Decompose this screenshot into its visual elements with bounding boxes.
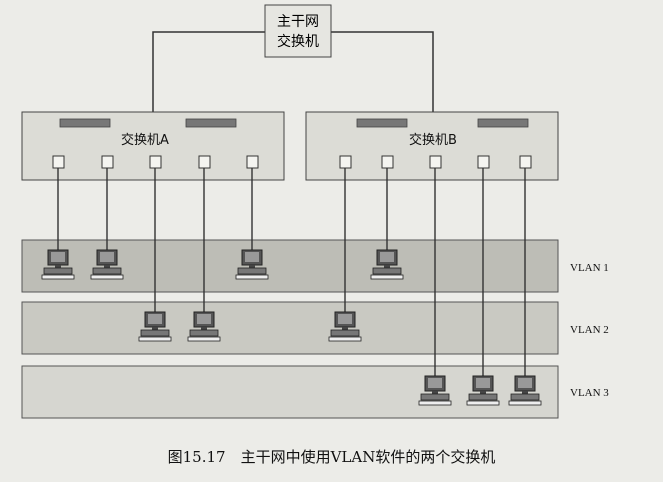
port-a1: [52, 155, 65, 169]
vlan1-label: VLAN 1: [570, 262, 609, 274]
vlan3-label: VLAN 3: [570, 387, 609, 399]
backbone-link-b: [331, 31, 434, 112]
port-a2: [101, 155, 114, 169]
vlan2-band: [21, 301, 559, 355]
port-b5: [519, 155, 532, 169]
backbone-label-line2: 交换机: [277, 33, 319, 50]
switch-b-label: 交换机B: [409, 132, 457, 148]
cables: [57, 168, 526, 376]
backbone-label-line1: 主干网: [277, 14, 319, 30]
switch-b-indicator-left: [356, 118, 408, 128]
port-a3: [149, 155, 162, 169]
port-a4: [198, 155, 211, 169]
vlan1-band: [21, 239, 559, 293]
port-b1: [339, 155, 352, 169]
vlan2-label: VLAN 2: [570, 324, 609, 336]
port-b3: [429, 155, 442, 169]
port-b4: [477, 155, 490, 169]
switch-a-indicator-right: [185, 118, 237, 128]
switch-a-ports: [52, 155, 259, 169]
switch-b-indicator-right: [477, 118, 529, 128]
port-b2: [381, 155, 394, 169]
switch-a-label: 交换机A: [121, 132, 169, 148]
port-a5: [246, 155, 259, 169]
figure-caption: 图15.17 主干网中使用VLAN软件的两个交换机: [167, 448, 496, 466]
switch-a-indicator-left: [59, 118, 111, 128]
vlan3-band: [21, 365, 559, 419]
backbone-link-a: [152, 31, 265, 112]
backbone-switch: [264, 4, 332, 58]
